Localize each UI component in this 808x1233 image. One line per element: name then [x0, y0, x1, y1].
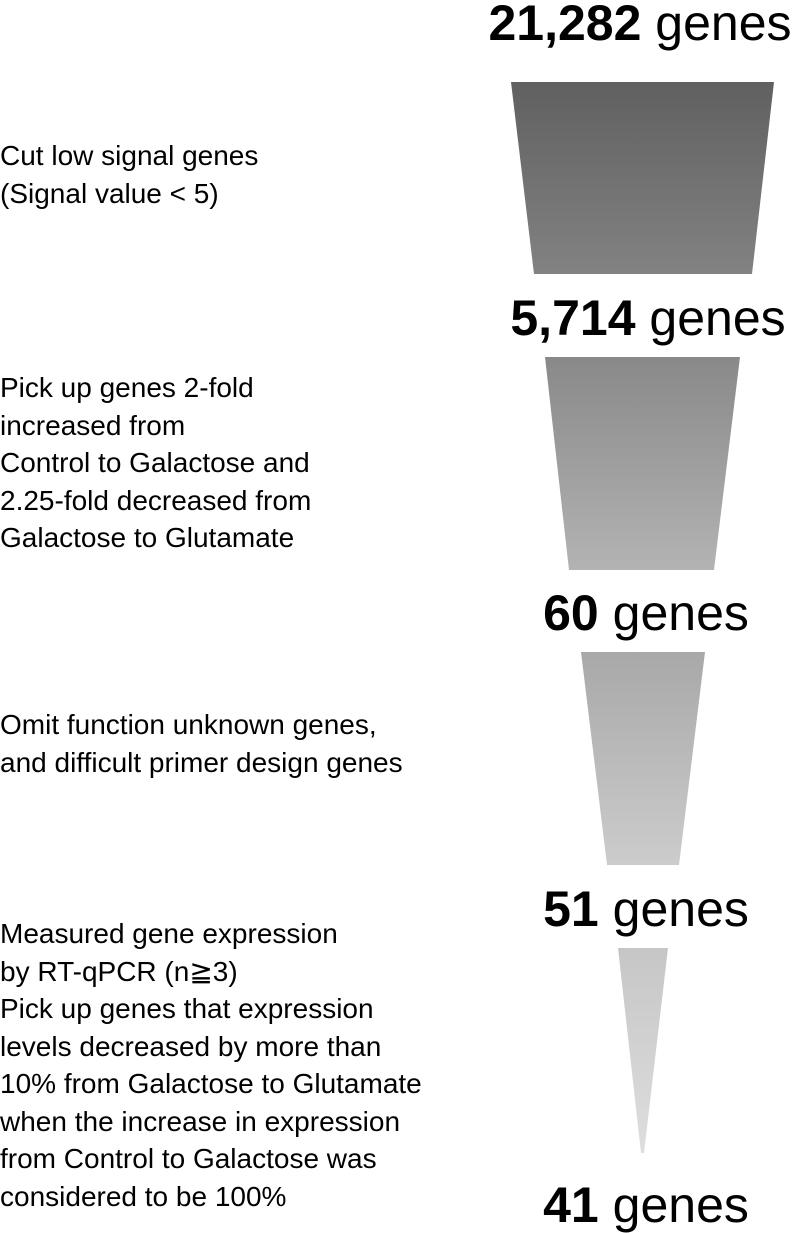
gene-count-after-fold-filter: 60 genes: [466, 588, 808, 638]
step-text-line: 10% from Galactose to Glutamate: [0, 1068, 422, 1099]
gene-count-value: 60: [543, 585, 599, 641]
funnel-stage-4: [618, 948, 668, 1153]
filter-step-rt-qpcr: Measured gene expression by RT-qPCR (n≧3…: [0, 915, 480, 1215]
gene-count-after-signal-cut: 5,714 genes: [468, 293, 808, 343]
step-text-line: considered to be 100%: [0, 1180, 287, 1212]
gene-count-unit: genes: [641, 0, 792, 51]
funnel-stage-1: [511, 82, 774, 274]
funnel-stage-2: [545, 357, 740, 570]
step-text-line: Pick up genes that expression: [0, 993, 374, 1024]
step-text-line: Control to Galactose and: [0, 447, 310, 478]
step-text-line: levels decreased by more than: [0, 1030, 382, 1062]
step-text-line: 2.25-fold decreased from: [0, 484, 312, 516]
gene-count-value: 21,282: [488, 0, 642, 51]
gene-count-unit: genes: [635, 290, 786, 346]
step-text-line: from Control to Galactose was: [0, 1143, 377, 1174]
step-text-line: Measured gene expression: [0, 918, 338, 949]
gene-count-value: 41: [543, 1177, 599, 1233]
step-text-line: Galactose to Glutamate: [0, 522, 295, 553]
gene-count-unit: genes: [598, 585, 749, 641]
filter-step-omit-genes: Omit function unknown genes, and difficu…: [0, 706, 480, 781]
gene-count-initial: 21,282 genes: [460, 0, 808, 48]
gene-count-value: 51: [543, 881, 599, 937]
step-text-line: increased from: [0, 409, 186, 441]
gene-count-unit: genes: [598, 1177, 749, 1233]
step-text-line: and difficult primer design genes: [0, 746, 403, 778]
step-text-line: (Signal value < 5): [0, 177, 219, 209]
gene-count-after-omit: 51 genes: [466, 884, 808, 934]
step-text-line: Cut low signal genes: [0, 140, 259, 171]
gene-count-value: 5,714: [510, 290, 636, 346]
gene-count-final: 41 genes: [466, 1180, 808, 1230]
step-text-line: Pick up genes 2-fold: [0, 372, 254, 403]
filter-step-fold-change: Pick up genes 2-fold increased from Cont…: [0, 369, 480, 557]
gene-count-unit: genes: [598, 881, 749, 937]
step-text-line: Omit function unknown genes,: [0, 709, 377, 740]
step-text-line: when the increase in expression: [0, 1105, 401, 1137]
funnel-stage-3: [581, 652, 705, 865]
filter-step-signal-cut: Cut low signal genes (Signal value < 5): [0, 137, 480, 212]
step-text-line: by RT-qPCR (n≧3): [0, 955, 238, 987]
